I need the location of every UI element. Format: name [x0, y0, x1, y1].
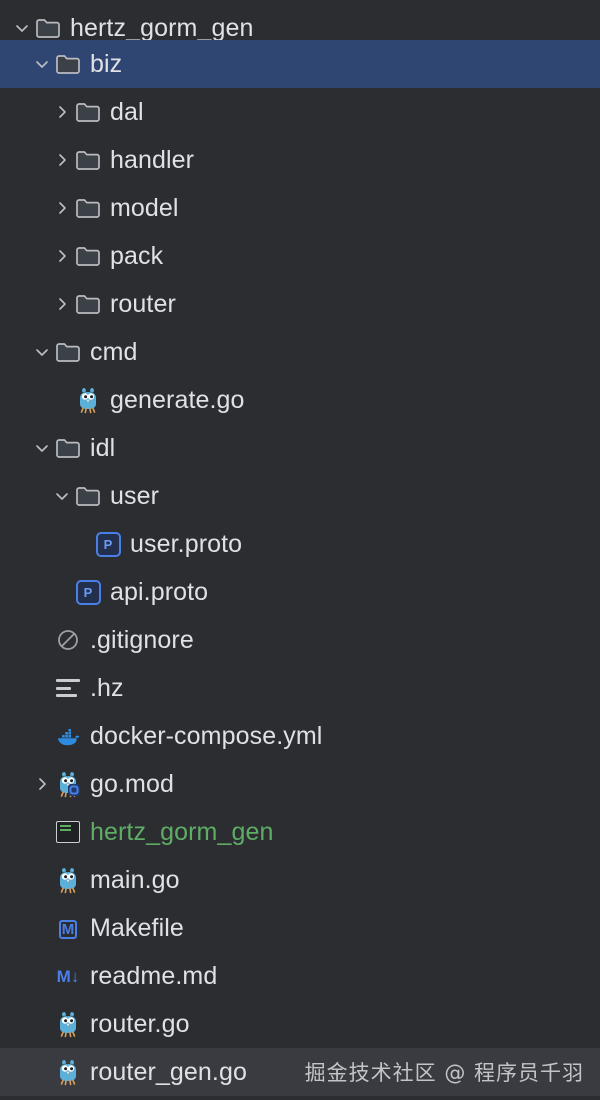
tree-row-label: .gitignore	[90, 625, 194, 654]
folder-icon	[54, 50, 82, 78]
folder-icon	[54, 434, 82, 462]
markdown-icon: M↓	[56, 966, 80, 986]
proto-file-icon: P	[94, 530, 122, 558]
folder-icon	[74, 98, 102, 126]
twisty-spacer	[30, 676, 54, 700]
tree-row[interactable]: go.mod	[0, 760, 600, 808]
tree-row-label: main.go	[90, 865, 180, 894]
tree-row-label: dal	[110, 97, 144, 126]
tree-row[interactable]: docker-compose.yml	[0, 712, 600, 760]
gitignore-icon	[54, 626, 82, 654]
tree-row-label: .hz	[90, 673, 124, 702]
twisty-spacer	[30, 628, 54, 652]
chevron-right-icon[interactable]	[50, 244, 74, 268]
twisty-spacer	[70, 532, 94, 556]
tree-row[interactable]: .gitignore	[0, 616, 600, 664]
tree-row-label: go.mod	[90, 769, 174, 798]
chevron-right-icon[interactable]	[30, 772, 54, 796]
chevron-right-icon[interactable]	[50, 100, 74, 124]
tree-row[interactable]: hertz_gorm_gen	[0, 808, 600, 856]
twisty-spacer	[30, 964, 54, 988]
tree-row[interactable]: router.go	[0, 1000, 600, 1048]
tree-row[interactable]: dal	[0, 88, 600, 136]
tree-row-label: user.proto	[130, 529, 243, 558]
tree-row[interactable]: router	[0, 280, 600, 328]
tree-row[interactable]: biz	[0, 40, 600, 88]
folder-icon	[74, 194, 102, 222]
go-gopher-icon	[74, 386, 102, 414]
proto-file-icon: P	[74, 578, 102, 606]
tree-row-label: handler	[110, 145, 195, 174]
tree-row-label: hertz_gorm_gen	[70, 13, 254, 42]
folder-icon	[74, 146, 102, 174]
executable-icon	[54, 818, 82, 846]
tree-row[interactable]: main.go	[0, 856, 600, 904]
chevron-down-icon[interactable]	[10, 16, 34, 40]
folder-icon	[54, 338, 82, 366]
folder-icon	[34, 14, 62, 42]
tree-row-label: cmd	[90, 337, 138, 366]
twisty-spacer	[30, 1060, 54, 1084]
tree-row[interactable]: hertz_gorm_gen	[0, 0, 600, 40]
tree-row[interactable]: user	[0, 472, 600, 520]
chevron-down-icon[interactable]	[30, 52, 54, 76]
tree-row-label: readme.md	[90, 961, 218, 990]
tree-row-label: Makefile	[90, 913, 184, 942]
twisty-spacer	[30, 1012, 54, 1036]
tree-row[interactable]: cmd	[0, 328, 600, 376]
tree-row-label: router_gen.go	[90, 1057, 247, 1086]
tree-row-label: router.go	[90, 1009, 190, 1038]
tree-row-label: hertz_gorm_gen	[90, 817, 274, 846]
folder-icon	[74, 242, 102, 270]
twisty-spacer	[30, 868, 54, 892]
chevron-down-icon[interactable]	[30, 340, 54, 364]
chevron-right-icon[interactable]	[50, 148, 74, 172]
tree-row[interactable]: router_gen.go	[0, 1048, 600, 1096]
twisty-spacer	[30, 724, 54, 748]
tree-row[interactable]: generate.go	[0, 376, 600, 424]
tree-row[interactable]: M Makefile	[0, 904, 600, 952]
go-gopher-icon	[54, 1010, 82, 1038]
text-lines-icon	[54, 674, 82, 702]
tree-row[interactable]: idl	[0, 424, 600, 472]
chevron-right-icon[interactable]	[50, 196, 74, 220]
docker-icon	[54, 722, 82, 750]
tree-row-label: user	[110, 481, 160, 510]
twisty-spacer	[30, 916, 54, 940]
tree-row-label: generate.go	[110, 385, 245, 414]
tree-row[interactable]: model	[0, 184, 600, 232]
tree-row-label: api.proto	[110, 577, 209, 606]
chevron-down-icon[interactable]	[30, 436, 54, 460]
tree-row-label: idl	[90, 433, 116, 462]
tree-row-label: biz	[90, 49, 123, 78]
tree-row[interactable]: handler	[0, 136, 600, 184]
tree-row-label: model	[110, 193, 179, 222]
twisty-spacer	[50, 388, 74, 412]
twisty-spacer	[50, 580, 74, 604]
folder-icon	[74, 482, 102, 510]
chevron-down-icon[interactable]	[50, 484, 74, 508]
tree-row-label: pack	[110, 241, 164, 270]
tree-row-label: docker-compose.yml	[90, 721, 323, 750]
tree-row[interactable]: pack	[0, 232, 600, 280]
go-gopher-icon	[54, 1058, 82, 1086]
tree-row-label: router	[110, 289, 176, 318]
twisty-spacer	[30, 820, 54, 844]
folder-icon	[74, 290, 102, 318]
tree-row[interactable]: .hz	[0, 664, 600, 712]
chevron-right-icon[interactable]	[50, 292, 74, 316]
go-gopher-icon	[54, 866, 82, 894]
tree-row[interactable]: M↓ readme.md	[0, 952, 600, 1000]
makefile-icon: M	[54, 914, 82, 942]
go-module-icon	[54, 770, 82, 798]
